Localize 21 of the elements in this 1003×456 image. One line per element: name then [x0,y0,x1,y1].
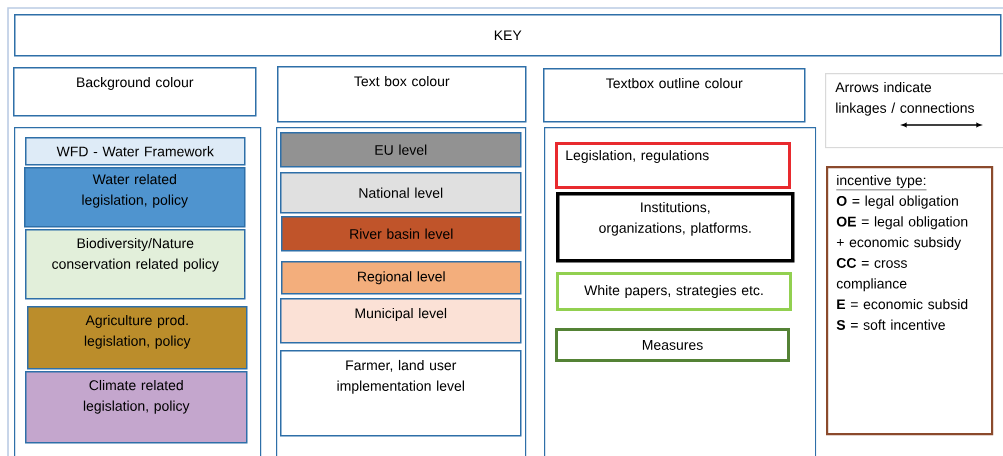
column-header-box: Textbox outline colour [543,68,806,123]
colour-sample-box: Agriculture prod. legislation, policy [27,306,248,370]
column-header-box: Text box colour [277,66,527,123]
colour-sample-box: River basin level [281,216,522,252]
column-header-box: Background colour [13,67,257,117]
colour-sample-box: Municipal level [280,298,522,344]
colour-sample-box: Farmer, land user implementation level [280,350,522,437]
outline-sample-box: White papers, strategies etc. [556,272,792,311]
outline-sample-box: Institutions, organizations, platforms. [556,192,795,263]
incentive-box: incentive type: O = legal obligation OE = legal obligation + economic subsidy CC = cross compliance E = economic subsid S = soft incentive [826,166,994,436]
colour-sample-box: Climate related legislation, policy [25,371,248,444]
colour-sample-box: WFD - Water Framework [25,137,246,166]
colour-sample-box: National level [280,172,522,214]
colour-sample-box: Regional level [281,261,522,295]
colour-sample-box: Water related legislation, policy [24,167,246,228]
note-box: Arrows indicate linkages / connections [825,73,1003,149]
key-header-box: KEY [14,14,1002,57]
colour-sample-box: EU level [280,132,522,168]
outline-sample-box: Measures [555,328,790,362]
colour-sample-box: Biodiversity/Nature conservation related policy [25,229,246,300]
outline-sample-box: Legislation, regulations [555,142,791,189]
